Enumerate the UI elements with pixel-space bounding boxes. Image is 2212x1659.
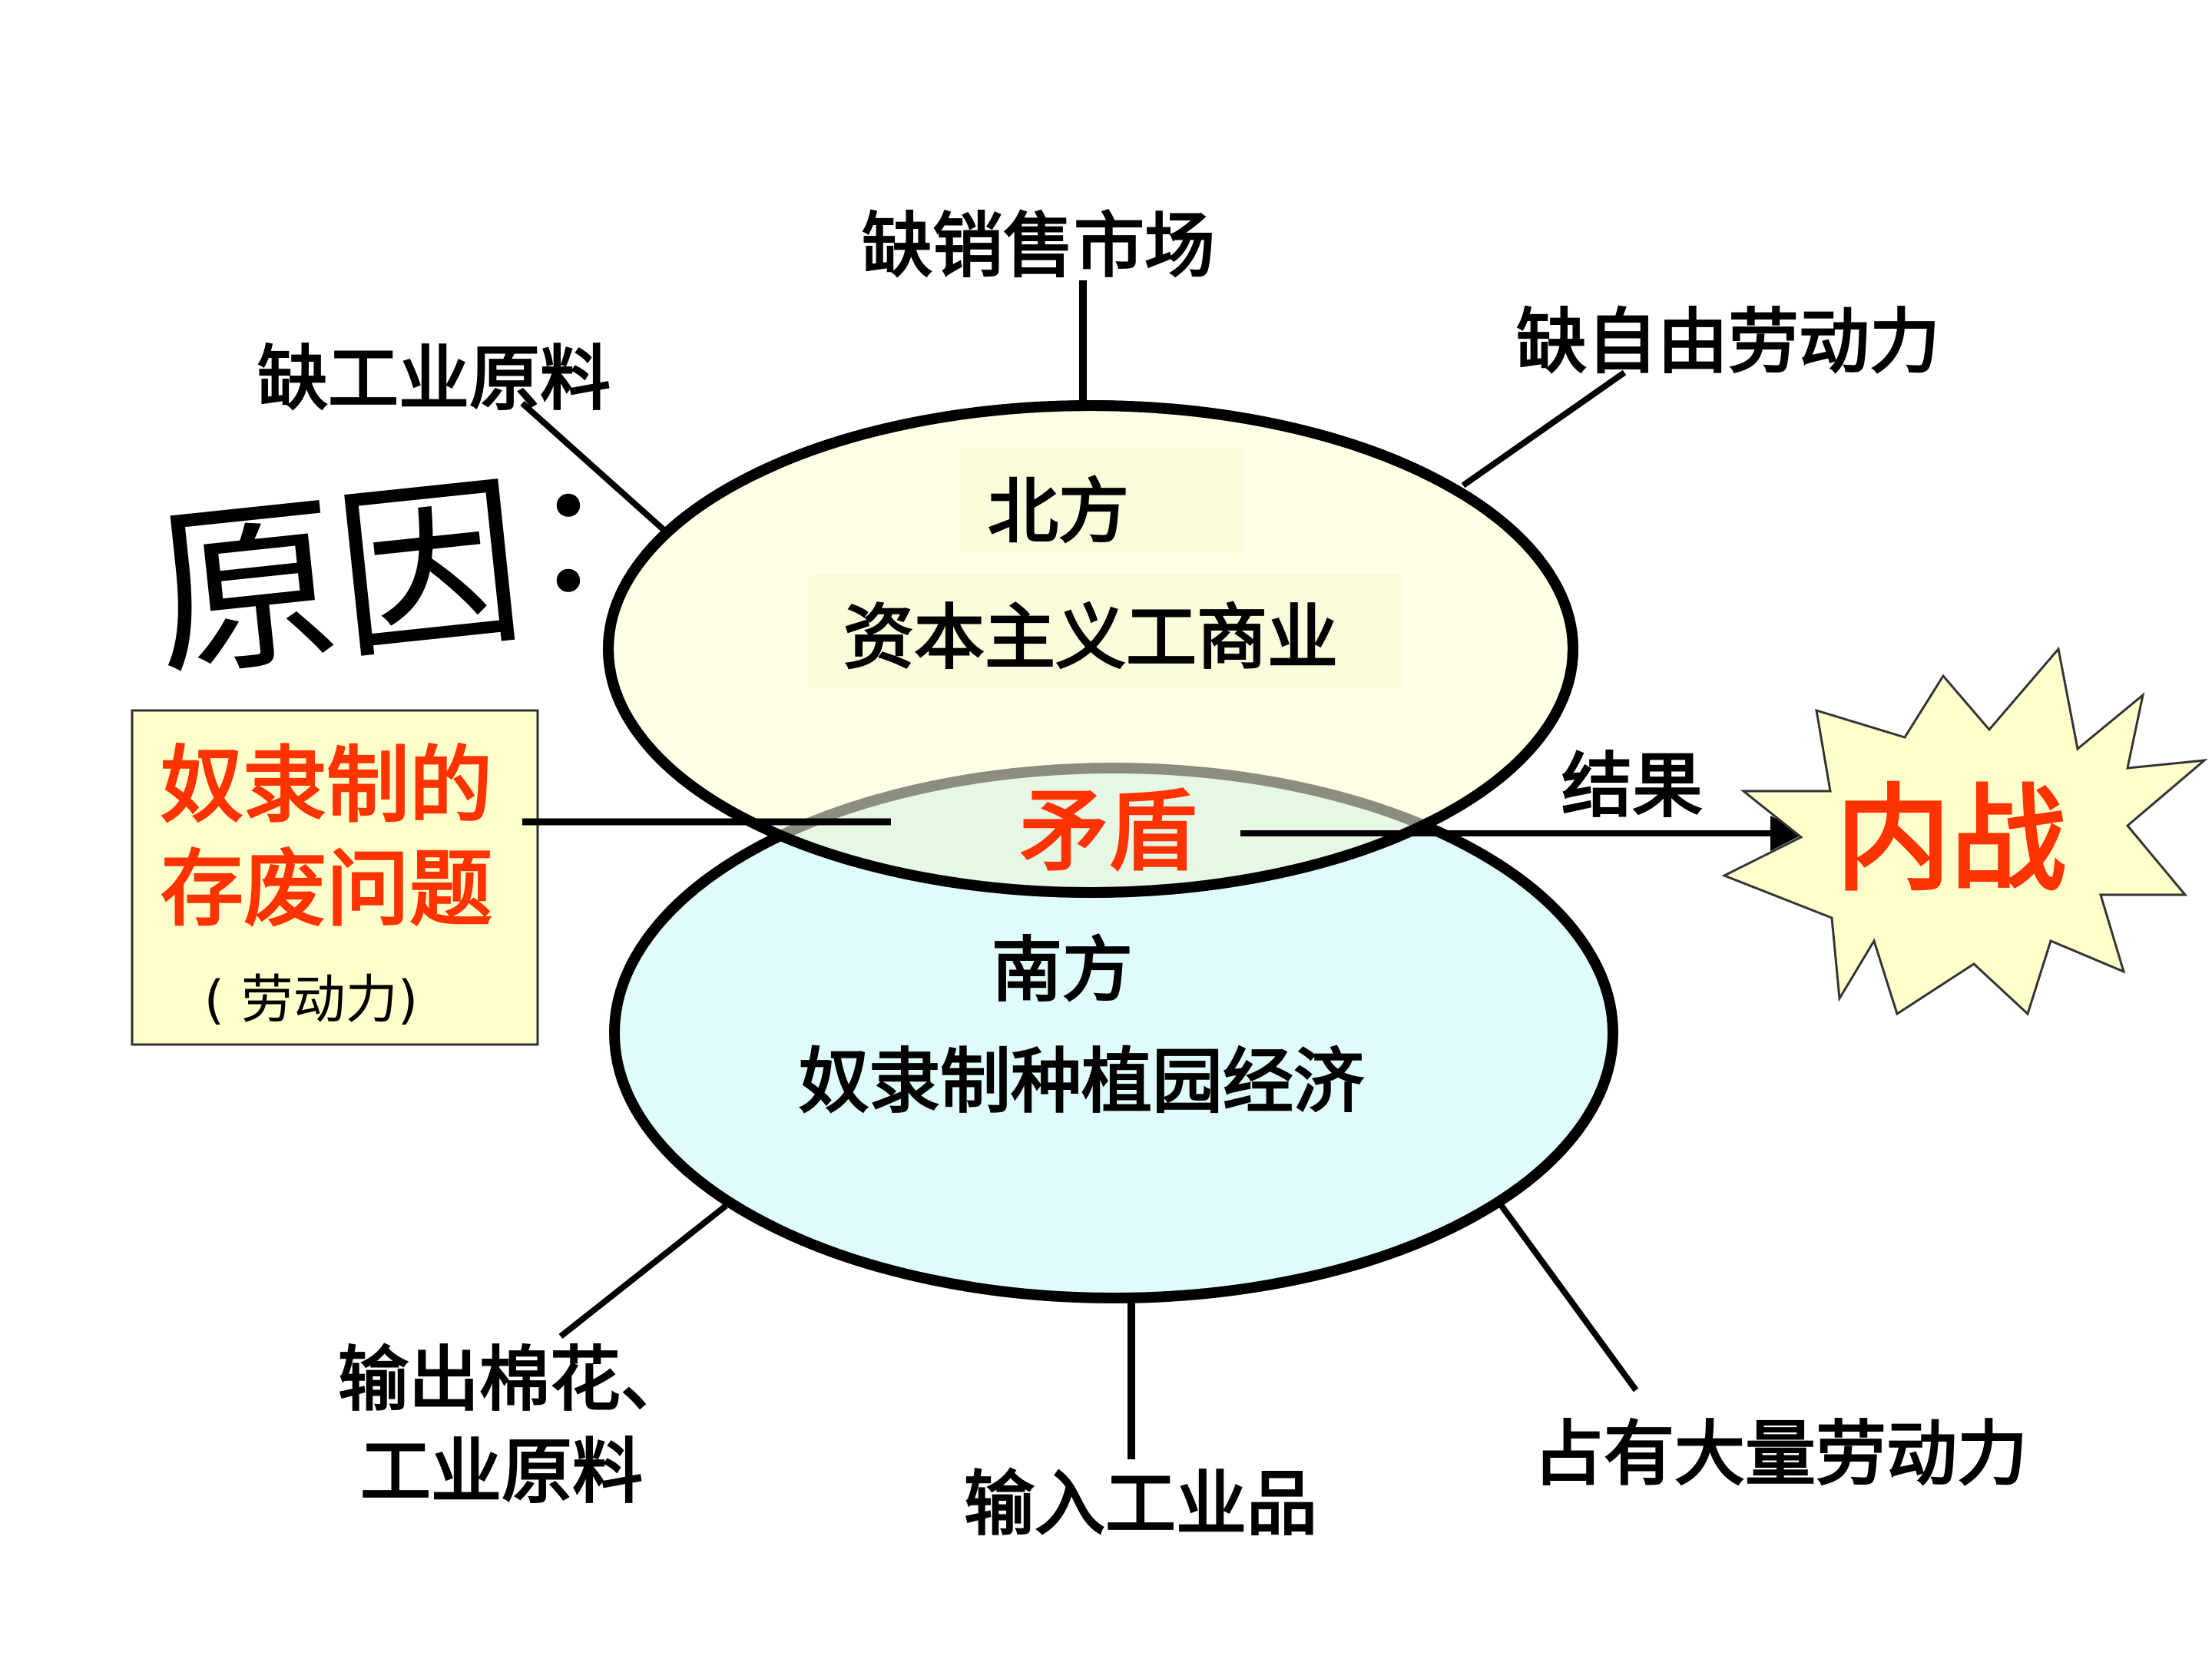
north-economy-highlight (809, 574, 1402, 687)
north-branch-left: 缺工业原料 (257, 338, 611, 420)
north-right-connector (1461, 369, 1627, 488)
north-left-connector (520, 401, 671, 536)
north-heading: 北方 (988, 471, 1129, 553)
south-right-connector (1498, 1204, 1639, 1392)
south-branch-bottom: 输入工业品 (964, 1463, 1317, 1545)
issue-note: ( 劳动力) (204, 970, 419, 1031)
title-colon: ： (530, 449, 684, 628)
result-label: 结果 (1561, 745, 1703, 827)
result-arrowhead (1770, 816, 1805, 851)
north-economy: 资本主义工商业 (843, 597, 1338, 679)
north-branch-top: 缺销售市场 (862, 205, 1215, 287)
result-text: 内战 (1836, 773, 2066, 907)
conflict-label: 矛盾 (1020, 780, 1197, 883)
south-branch-left-line1: 输出棉花、 (338, 1339, 691, 1421)
south-left-connector (558, 1203, 728, 1339)
south-branch-left-line2: 工业原料 (360, 1431, 643, 1513)
north-ellipse-border (603, 400, 1578, 898)
north-branch-right: 缺自由劳动力 (1516, 301, 1940, 383)
issue-line1: 奴隶制的 (161, 738, 492, 834)
page-title: 原因 (144, 453, 533, 706)
south-heading: 南方 (992, 929, 1133, 1012)
south-economy: 奴隶制种植园经济 (799, 1041, 1365, 1123)
south-branch-right: 占有大量劳动力 (1533, 1413, 2028, 1495)
issue-line2: 存废问题 (161, 842, 492, 938)
result-burst (1721, 646, 2208, 1016)
overlap-region (609, 763, 1573, 892)
issue-box (131, 709, 539, 1046)
north-heading-highlight (960, 448, 1244, 553)
